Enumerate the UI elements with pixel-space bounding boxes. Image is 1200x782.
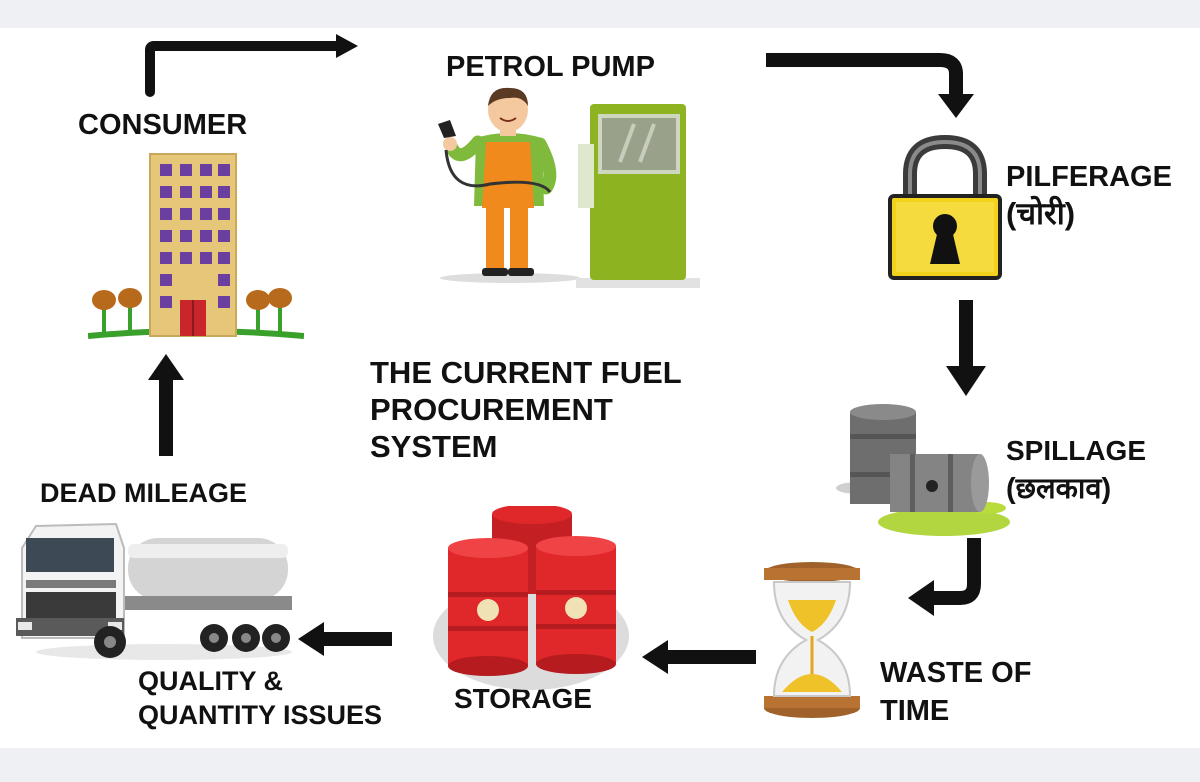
arrow-pilferage-to-spillage xyxy=(946,300,986,396)
arrow-time-to-storage xyxy=(642,640,756,674)
pilferage-hindi-label: (चोरी) xyxy=(1006,196,1076,231)
diagram-title: THE CURRENT FUEL PROCUREMENT SYSTEM xyxy=(370,354,750,466)
title-line-2: PROCUREMENT xyxy=(370,392,613,428)
padlock-icon xyxy=(888,134,1002,280)
spillage-label: SPILLAGE xyxy=(1006,435,1147,466)
building-icon xyxy=(88,153,304,339)
pilferage-label: PILFERAGE xyxy=(1006,161,1172,193)
arrow-pump-to-pilferage xyxy=(766,53,974,118)
title-line-3: SYSTEM xyxy=(370,429,498,465)
waste-of-time-label: WASTE OF xyxy=(880,657,1032,689)
barrels-icon xyxy=(836,404,1010,536)
fuel-dispenser-icon xyxy=(576,104,700,288)
arrow-spillage-to-time xyxy=(908,538,981,616)
title-line-1: THE CURRENT FUEL xyxy=(370,355,682,390)
consumer-label: CONSUMER xyxy=(78,109,248,141)
petrol-pump-label: PETROL PUMP xyxy=(446,51,655,83)
spillage-hindi-label: (छलकाव) xyxy=(1006,473,1112,505)
tanker-truck-icon xyxy=(16,522,292,660)
arrow-mileage-to-consumer xyxy=(148,354,184,456)
waste-of-time-label-line2: TIME xyxy=(880,695,950,727)
hourglass-icon xyxy=(764,562,860,718)
attendant-icon xyxy=(438,87,580,283)
dead-mileage-label: DEAD MILEAGE xyxy=(40,478,248,508)
arrow-storage-to-quality xyxy=(298,622,392,656)
quality-label: QUALITY & xyxy=(138,666,284,696)
arrow-consumer-to-pump xyxy=(145,34,358,97)
storage-drums-icon xyxy=(433,506,629,690)
quality-label-line2: QUANTITY ISSUES xyxy=(138,700,383,730)
